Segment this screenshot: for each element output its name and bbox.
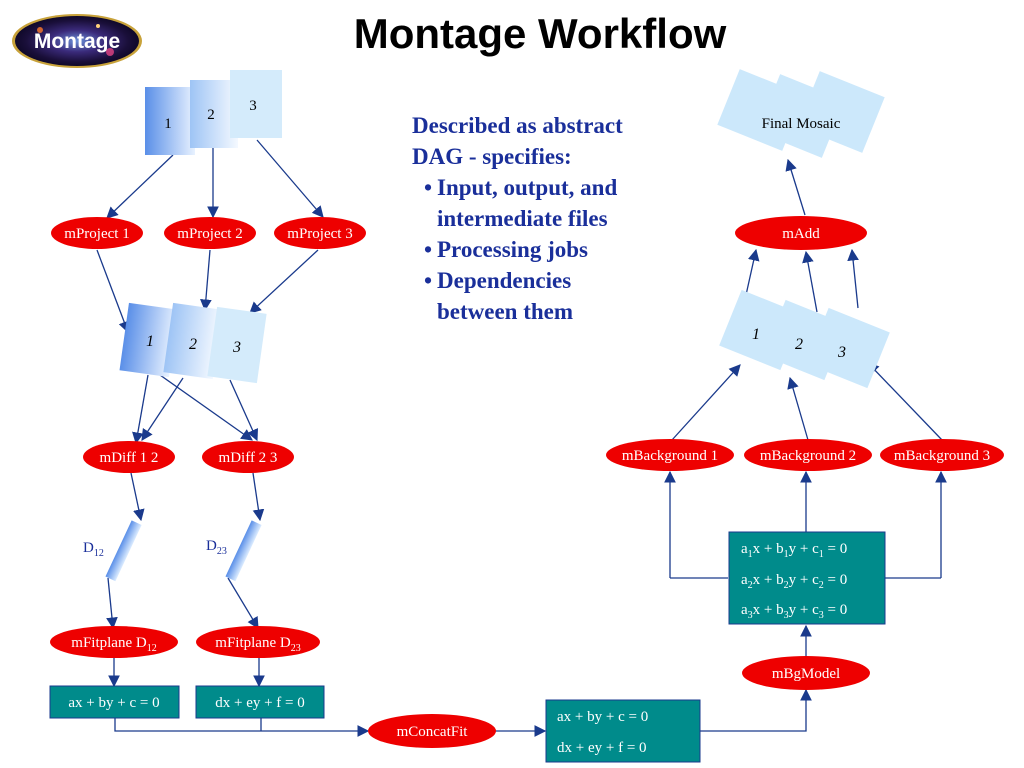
final-mosaic: Final Mosaic xyxy=(717,69,885,158)
job-mdiff-12: mDiff 1 2 xyxy=(100,450,159,466)
description: Described as abstract DAG - specifies: I… xyxy=(412,110,712,327)
bullet-files: Input, output, and intermediate files xyxy=(424,172,712,234)
input-file-label: 3 xyxy=(249,98,257,114)
equation-model-1: a1x + b1y + c1 = 0 xyxy=(741,541,847,560)
final-mosaic-label: Final Mosaic xyxy=(762,116,841,132)
job-madd: mAdd xyxy=(782,226,820,242)
diff-label-12: D12 xyxy=(83,540,104,559)
equation-plane-23: dx + ey + f = 0 xyxy=(215,695,305,711)
page-title: Montage Workflow xyxy=(353,10,727,57)
projected-file-label: 1 xyxy=(146,333,154,350)
montage-logo: Montage xyxy=(12,14,142,68)
job-mfitplane-23: mFitplane D23 xyxy=(215,635,300,654)
background-files: 1 2 3 xyxy=(719,289,890,389)
job-mproject-2: mProject 2 xyxy=(177,226,242,242)
bullet-jobs: Processing jobs xyxy=(424,234,712,265)
background-file-label: 2 xyxy=(795,336,803,353)
bullet-dependencies: Dependencies between them xyxy=(424,265,712,327)
job-mbackground-1: mBackground 1 xyxy=(622,448,718,464)
equation-concat-2: dx + ey + f = 0 xyxy=(557,740,647,756)
logo-text: Montage xyxy=(34,30,120,53)
background-file-label: 3 xyxy=(837,344,846,361)
projected-file-label: 3 xyxy=(232,339,241,356)
equation-concat-1: ax + by + c = 0 xyxy=(557,709,648,725)
job-mbackground-2: mBackground 2 xyxy=(760,448,856,464)
background-file-label: 1 xyxy=(752,326,760,343)
job-mdiff-23: mDiff 2 3 xyxy=(219,450,278,466)
job-mfitplane-12: mFitplane D12 xyxy=(71,635,156,654)
projected-file-label: 2 xyxy=(189,336,197,353)
equation-plane-12: ax + by + c = 0 xyxy=(68,695,159,711)
job-mbackground-3: mBackground 3 xyxy=(894,448,990,464)
job-mproject-1: mProject 1 xyxy=(64,226,129,242)
edges xyxy=(96,139,947,737)
equation-model-2: a2x + b2y + c2 = 0 xyxy=(741,572,847,591)
equation-model-3: a3x + b3y + c3 = 0 xyxy=(741,602,847,621)
input-file-label: 1 xyxy=(164,116,172,132)
input-files: 1 2 3 xyxy=(145,70,282,155)
description-list: Input, output, and intermediate files Pr… xyxy=(412,172,712,327)
job-nodes: mProject 1 mProject 2 mProject 3 mDiff 1… xyxy=(50,216,1004,748)
job-mbgmodel: mBgModel xyxy=(772,666,840,682)
equation-boxes: ax + by + c = 0 dx + ey + f = 0 ax + by … xyxy=(49,531,886,763)
diff-label-23: D23 xyxy=(206,538,227,557)
projected-files: 1 2 3 xyxy=(119,302,267,384)
input-file-label: 2 xyxy=(207,107,215,123)
job-mconcatfit: mConcatFit xyxy=(397,724,469,740)
description-line: DAG - specifies: xyxy=(412,144,572,169)
description-line: Described as abstract xyxy=(412,113,623,138)
job-mproject-3: mProject 3 xyxy=(287,226,352,242)
diff-files: D12 D23 xyxy=(83,520,262,582)
